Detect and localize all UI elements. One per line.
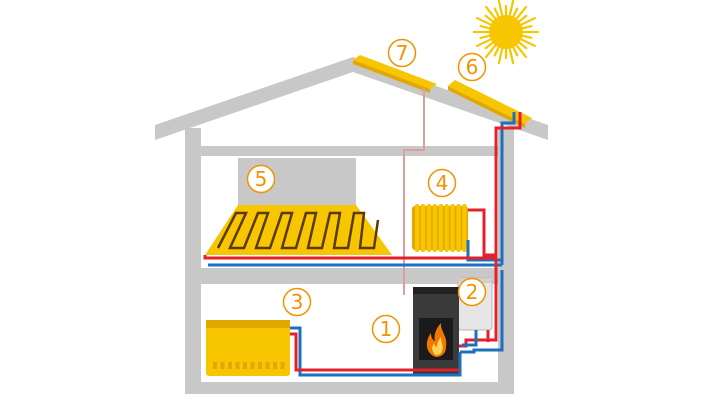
marker-circle: [282, 287, 312, 317]
marker-circle: [246, 164, 276, 194]
underfloor-coil: [216, 211, 380, 250]
marker-radiator: 4: [427, 168, 457, 198]
hot-pipe-main: [203, 112, 522, 372]
marker-circle: [427, 168, 457, 198]
marker-number-4: 4: [436, 171, 449, 195]
marker-number-5: 5: [255, 167, 268, 191]
marker-circle: [457, 277, 487, 307]
stove: [413, 287, 459, 375]
marker-number-2: 2: [466, 280, 479, 304]
radiator: [412, 204, 468, 252]
marker-number-7: 7: [396, 41, 409, 65]
marker-number-6: 6: [466, 55, 479, 79]
cold-pipe-main: [208, 112, 516, 377]
pipe-network: [203, 112, 522, 377]
chimney-panel: [353, 55, 437, 93]
marker-number-3: 3: [291, 290, 304, 314]
marker-number-1: 1: [380, 317, 393, 341]
marker-solar-collector: 6: [457, 52, 487, 82]
house-ground-floor: [185, 382, 514, 394]
sun-icon: [472, 0, 540, 65]
marker-circle: [387, 38, 417, 68]
flue-pipe: [403, 88, 425, 295]
cold-pipe-tank: [462, 330, 478, 347]
solar-collector: [448, 80, 532, 128]
underfloor-heating: [205, 205, 392, 255]
component-markers: 1 2 3 4 5 6 7: [246, 38, 487, 344]
marker-stove: 1: [371, 314, 401, 344]
house-left-wall: [185, 128, 201, 393]
marker-underfloor-heating: 5: [246, 164, 276, 194]
marker-circle: [371, 314, 401, 344]
marker-fan-convector: 3: [282, 287, 312, 317]
house-ceiling: [185, 146, 514, 156]
marker-chimney-panel: 7: [387, 38, 417, 68]
marker-water-tank: 2: [457, 277, 487, 307]
flame-icon: [426, 323, 447, 357]
house-middle-floor: [185, 268, 514, 284]
fan-convector: [206, 320, 290, 376]
marker-circle: [457, 52, 487, 82]
